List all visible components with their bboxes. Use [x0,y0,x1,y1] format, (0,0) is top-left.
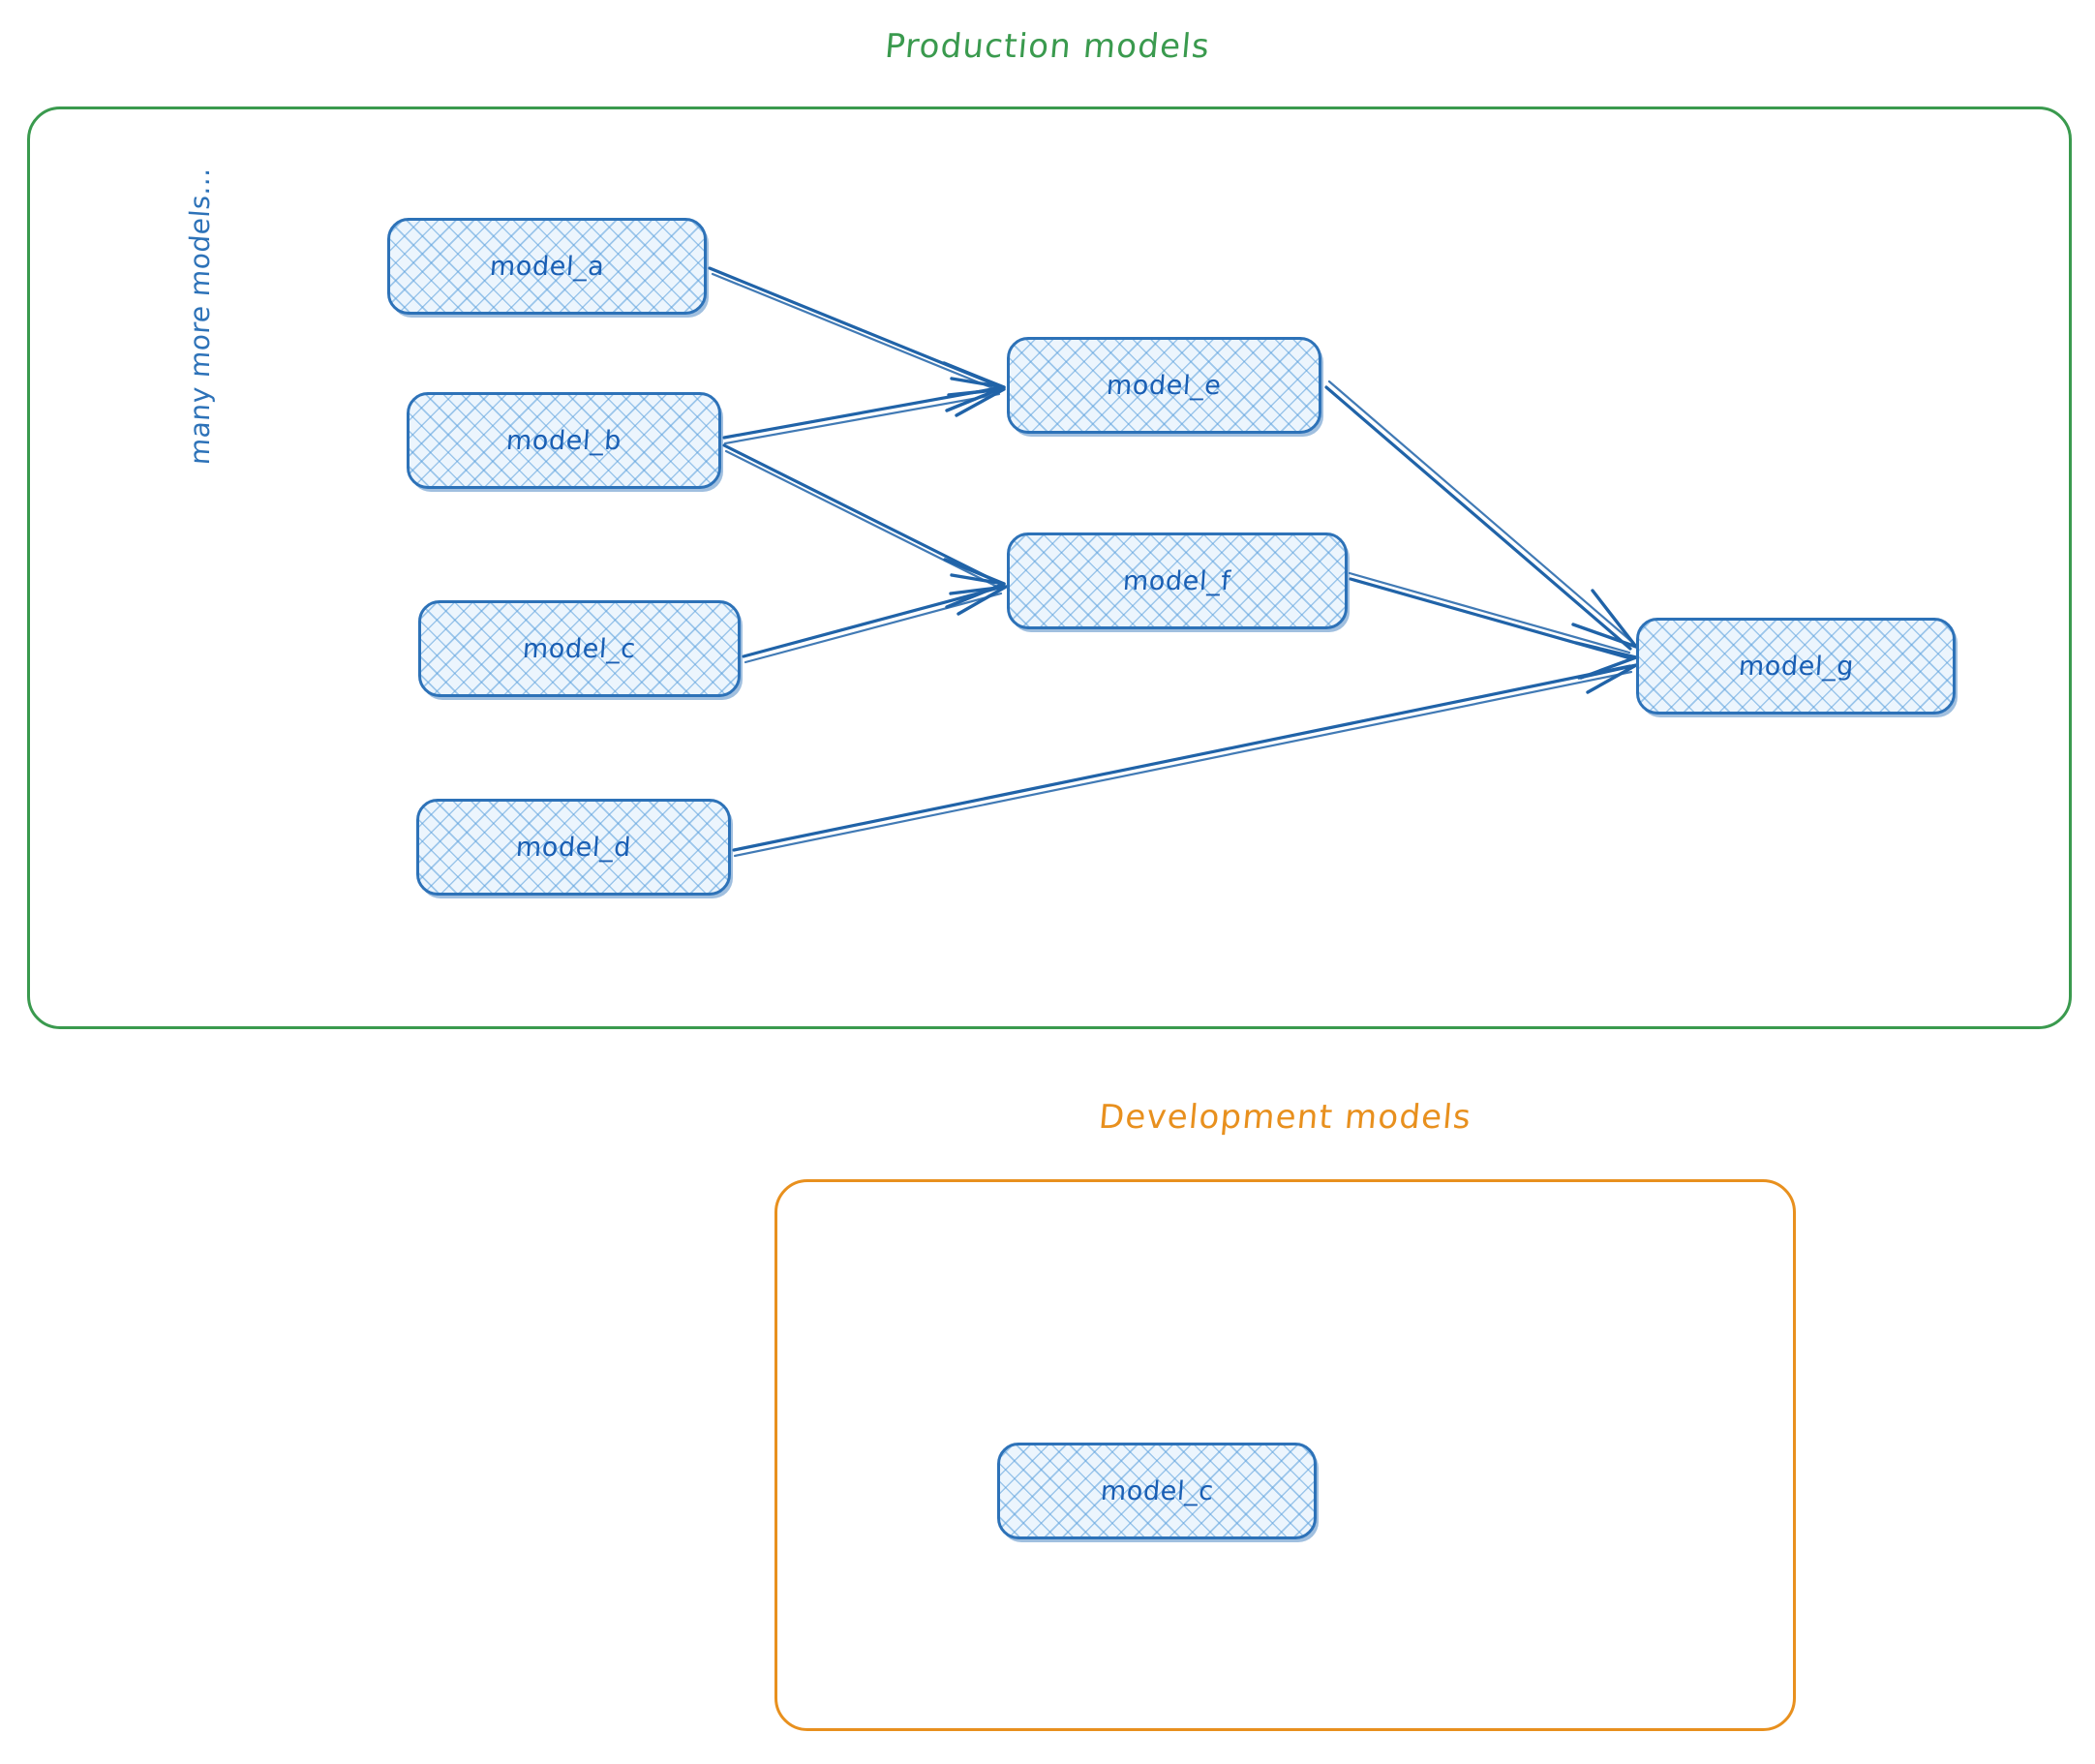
node-model_c[interactable]: model_c [418,600,741,697]
many-more-models-label: many more models... [184,166,216,467]
node-label-model_g: model_g [1737,651,1855,682]
node-label-model_c: model_c [522,633,637,664]
node-model_a[interactable]: model_a [387,218,707,315]
node-model_b[interactable]: model_b [407,392,721,489]
node-label-model_f: model_f [1122,565,1232,596]
node-label-model_d: model_d [514,832,633,863]
development-models-group [774,1179,1796,1731]
node-model_e[interactable]: model_e [1007,337,1321,434]
node-model_g[interactable]: model_g [1636,618,1956,715]
node-label-dev-model_c: model_c [1099,1475,1215,1506]
node-label-model_b: model_b [504,425,623,456]
node-label-model_a: model_a [488,251,606,282]
node-model_f[interactable]: model_f [1007,532,1348,629]
development-models-title: Development models [1097,1098,1473,1137]
node-model_d[interactable]: model_d [416,799,731,896]
node-dev-model_c[interactable]: model_c [997,1443,1317,1539]
production-models-title: Production models [883,27,1212,66]
many-more-models-annotation: many more models... [184,155,216,467]
production-models-group [27,106,2072,1029]
node-label-model_e: model_e [1106,370,1223,401]
